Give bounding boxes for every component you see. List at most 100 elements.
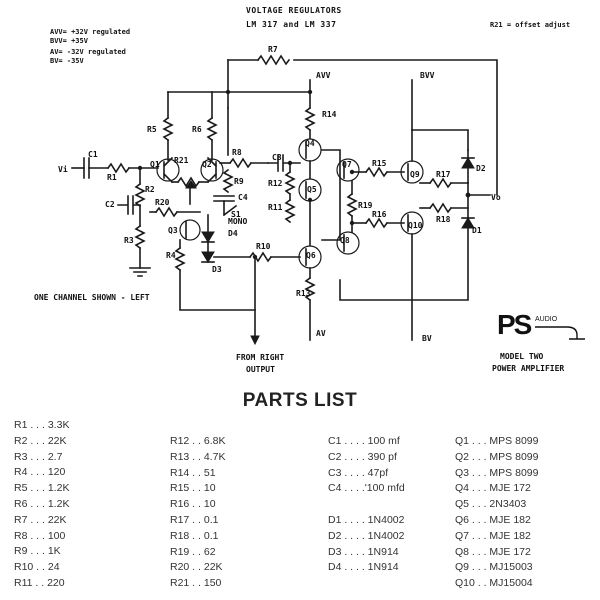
- label-r13: R13: [296, 289, 311, 298]
- part-entry: R8 . . . 100: [14, 529, 66, 542]
- part-entry: R12 . . 6.8K: [170, 435, 226, 447]
- transistor-q3: [179, 219, 201, 241]
- part-entry: Q9 . . . MJ15003: [455, 561, 533, 574]
- ps-audio-logo: PS AUDIO: [497, 309, 585, 351]
- transistor-q1: [156, 158, 180, 182]
- resistor-r21: [176, 176, 201, 188]
- diode-d4: [201, 231, 215, 243]
- ground-symbol: [129, 267, 151, 277]
- resistor-r2: [134, 182, 146, 208]
- label-q5: Q5: [307, 185, 317, 194]
- part-entry: R6 . . . 1.2K: [14, 497, 70, 510]
- part-entry: R10 . . 24: [14, 561, 60, 574]
- label-bv: BV: [422, 334, 432, 343]
- offset-note: R21 = offset adjust: [490, 21, 570, 29]
- part-entry: R20 . . 22K: [170, 561, 223, 574]
- transistor-q7: [336, 158, 360, 182]
- part-entry: Q5 . . . 2N3403: [455, 498, 527, 511]
- part-entry: R9 . . . 1K: [14, 545, 61, 558]
- resistor-r8: [228, 157, 253, 169]
- part-entry: C4 . . . .'100 mfd: [328, 482, 405, 495]
- list-gap: [328, 497, 458, 513]
- resistor-r4: [174, 246, 186, 272]
- label-r17: R17: [436, 170, 451, 179]
- part-entry: D1 . . . . 1N4002: [328, 513, 405, 526]
- logo-audio: AUDIO: [535, 316, 558, 323]
- resistor-r11: [284, 198, 296, 224]
- resistor-r13: [304, 276, 316, 302]
- part-entry: R17 . . 0.1: [170, 513, 219, 526]
- header-title-line2: LM 317 and LM 337: [246, 20, 336, 29]
- part-entry: Q4 . . . MJE 172: [455, 482, 531, 495]
- part-entry: D2 . . . . 1N4002: [328, 529, 405, 542]
- label-r14: R14: [322, 110, 337, 119]
- capacitor-c3: [267, 154, 301, 172]
- resistor-list-a: R1 . . . 3.3K R2 . . . 22K R3 . . . 2.7 R4 …: [14, 418, 154, 592]
- part-entry: R3 . . . 2.7: [14, 450, 63, 463]
- label-q6: Q6: [306, 251, 316, 260]
- part-entry: Q1 . . . MPS 8099: [455, 435, 539, 447]
- part-entry: Q2 . . . MPS 8099: [455, 450, 539, 463]
- label-vi: Vi: [58, 164, 68, 174]
- label-s1: S1: [231, 210, 241, 219]
- cap-diode-list: C1 . . . . 100 mf C2 . . . . 390 pf C3 . .…: [328, 434, 458, 576]
- part-entry: C2 . . . . 390 pf: [328, 450, 397, 463]
- label-d1: D1: [472, 226, 482, 235]
- resistor-r3: [134, 224, 146, 250]
- resistor-r19: [346, 192, 358, 218]
- part-entry: R2 . . . 22K: [14, 434, 67, 447]
- part-entry: Q6 . . . MJE 182: [455, 513, 531, 526]
- label-r12: R12: [268, 179, 283, 188]
- label-r19: R19: [358, 201, 373, 210]
- parts-list-title: PARTS LIST: [242, 390, 358, 411]
- supply-note-av: AV= -32V regulated: [50, 48, 126, 56]
- part-entry: Q10 . . MJ15004: [455, 577, 533, 590]
- label-r10: R10: [256, 242, 271, 251]
- label-q2: Q2: [202, 160, 212, 169]
- label-r20: R20: [155, 198, 170, 207]
- resistor-r14: [304, 106, 316, 132]
- resistor-r9: [222, 168, 234, 194]
- part-entry: R4 . . . 120: [14, 466, 66, 479]
- label-r15: R15: [372, 159, 387, 168]
- label-q1: Q1: [150, 160, 160, 169]
- resistor-r18: [428, 202, 453, 214]
- label-r5: R5: [147, 125, 157, 134]
- part-entry: R18 . . 0.1: [170, 529, 219, 542]
- label-r9: R9: [234, 177, 244, 186]
- diode-d2: [461, 157, 475, 169]
- label-q10: Q10: [408, 221, 423, 230]
- diode-d1: [461, 217, 475, 229]
- resistor-r6: [206, 116, 218, 142]
- part-entry: Q7 . . . MJE 182: [455, 529, 531, 542]
- label-c2: C2: [105, 200, 115, 209]
- logo-plug-icon: [535, 326, 585, 340]
- resistor-r5: [162, 116, 174, 142]
- label-r6: R6: [192, 125, 202, 134]
- part-entry: R15 . . 10: [170, 482, 216, 495]
- label-q3: Q3: [168, 226, 178, 235]
- label-av: AV: [316, 329, 326, 338]
- label-q8: Q8: [340, 236, 350, 245]
- part-entry: R5 . . . 1.2K: [14, 482, 70, 495]
- diode-d3: [201, 251, 215, 263]
- part-entry: C3 . . . . 47pf: [328, 466, 389, 479]
- label-r11: R11: [268, 203, 283, 212]
- label-vo: Vo: [491, 193, 501, 202]
- header-title-line1: VOLTAGE REGULATORS: [246, 6, 342, 15]
- from-right-line1: FROM RIGHT: [236, 353, 284, 362]
- model-title: MODEL TWO: [500, 352, 544, 361]
- label-r16: R16: [372, 210, 387, 219]
- part-entry: R1 . . . 3.3K: [14, 419, 70, 431]
- label-c4: C4: [238, 193, 248, 202]
- part-entry: R11 . . 220: [14, 576, 65, 589]
- part-entry: Q3 . . . MPS 8099: [455, 466, 539, 479]
- part-entry: C1 . . . . 100 mf: [328, 435, 400, 447]
- part-entry: R19 . . 62: [170, 545, 216, 558]
- part-entry: R21 . . 150: [170, 577, 222, 590]
- resistor-r7: [256, 54, 291, 66]
- switch-s1: [222, 200, 238, 217]
- capacitor-c2: [117, 195, 141, 215]
